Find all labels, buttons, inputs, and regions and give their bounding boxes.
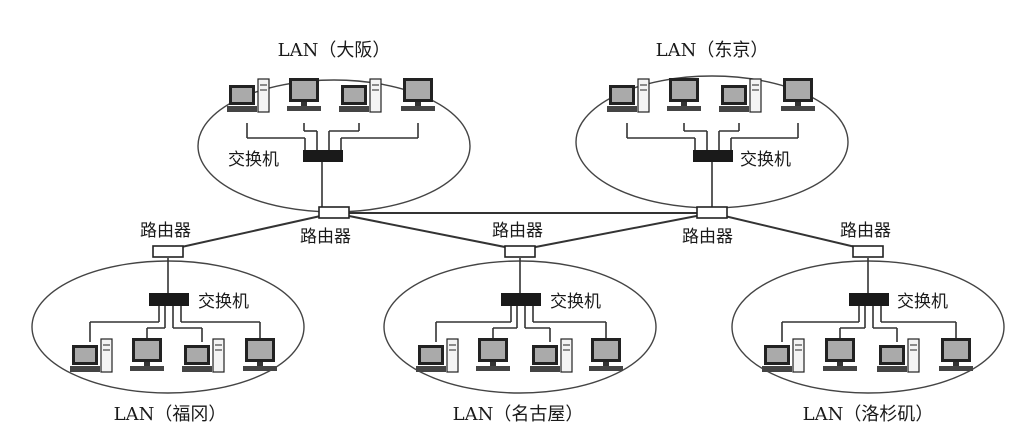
computer-icon <box>476 338 510 371</box>
computer-icon <box>181 338 225 373</box>
lan-fukuoka: LAN（福冈） 交换机 <box>31 258 305 425</box>
lan-wiring <box>781 258 957 342</box>
computer-icon <box>338 78 382 113</box>
lan-wiring <box>89 258 261 342</box>
computer-icon <box>606 78 650 113</box>
lan-title: LAN（大阪） <box>278 40 391 61</box>
router-label: 路由器 <box>140 221 191 241</box>
switch-icon <box>303 150 343 162</box>
computer-icon <box>761 338 805 373</box>
computer-icon <box>243 338 277 371</box>
switch-icon <box>501 293 541 306</box>
lan-nagoya: LAN（名古屋） 交换机 <box>383 258 657 425</box>
router-icon <box>504 245 536 258</box>
computer-icon <box>781 78 815 111</box>
computer-icon <box>667 78 701 111</box>
switch-icon <box>149 293 189 306</box>
lan-title: LAN（东京） <box>656 40 769 61</box>
lan-losangeles: LAN（洛杉矶） 交换机 <box>731 258 1005 425</box>
router-label: 路由器 <box>840 221 891 241</box>
router-label: 路由器 <box>492 221 543 241</box>
switch-label: 交换机 <box>740 150 791 170</box>
switch-label: 交换机 <box>198 292 249 312</box>
lan-tokyo: LAN（东京） 交换机 <box>575 40 849 209</box>
computer-icon <box>939 338 973 371</box>
computer-icon <box>529 338 573 373</box>
lan-osaka: LAN（大阪） 交换机 <box>197 40 471 213</box>
switch-label: 交换机 <box>897 292 948 312</box>
lan-wiring <box>246 123 419 207</box>
computer-icon <box>69 338 113 373</box>
switch-label: 交换机 <box>550 292 601 312</box>
router-icon <box>152 245 184 258</box>
computer-icon <box>130 338 164 371</box>
computer-icon <box>823 338 857 371</box>
router-icon <box>318 206 350 219</box>
computer-icon <box>287 78 321 111</box>
computer-icon <box>876 338 920 373</box>
lan-title: LAN（洛杉矶） <box>803 404 934 425</box>
computer-icon <box>415 338 459 373</box>
lan-title: LAN（名古屋） <box>453 404 584 425</box>
computer-icon <box>226 78 270 113</box>
router-label: 路由器 <box>682 227 733 247</box>
router-icon <box>696 206 728 219</box>
backbone-links <box>167 212 869 251</box>
router-icon <box>852 245 884 258</box>
lan-title: LAN（福冈） <box>114 404 227 425</box>
lan-wiring <box>626 123 799 207</box>
router-label: 路由器 <box>300 227 351 247</box>
computer-icon <box>589 338 623 371</box>
switch-icon <box>849 293 889 306</box>
routers: 路由器 路由器 路由器 路由器 路由器 <box>140 206 891 258</box>
switch-icon <box>693 150 733 162</box>
computer-icon <box>718 78 762 113</box>
switch-label: 交换机 <box>228 150 279 170</box>
computer-icon <box>401 78 435 111</box>
